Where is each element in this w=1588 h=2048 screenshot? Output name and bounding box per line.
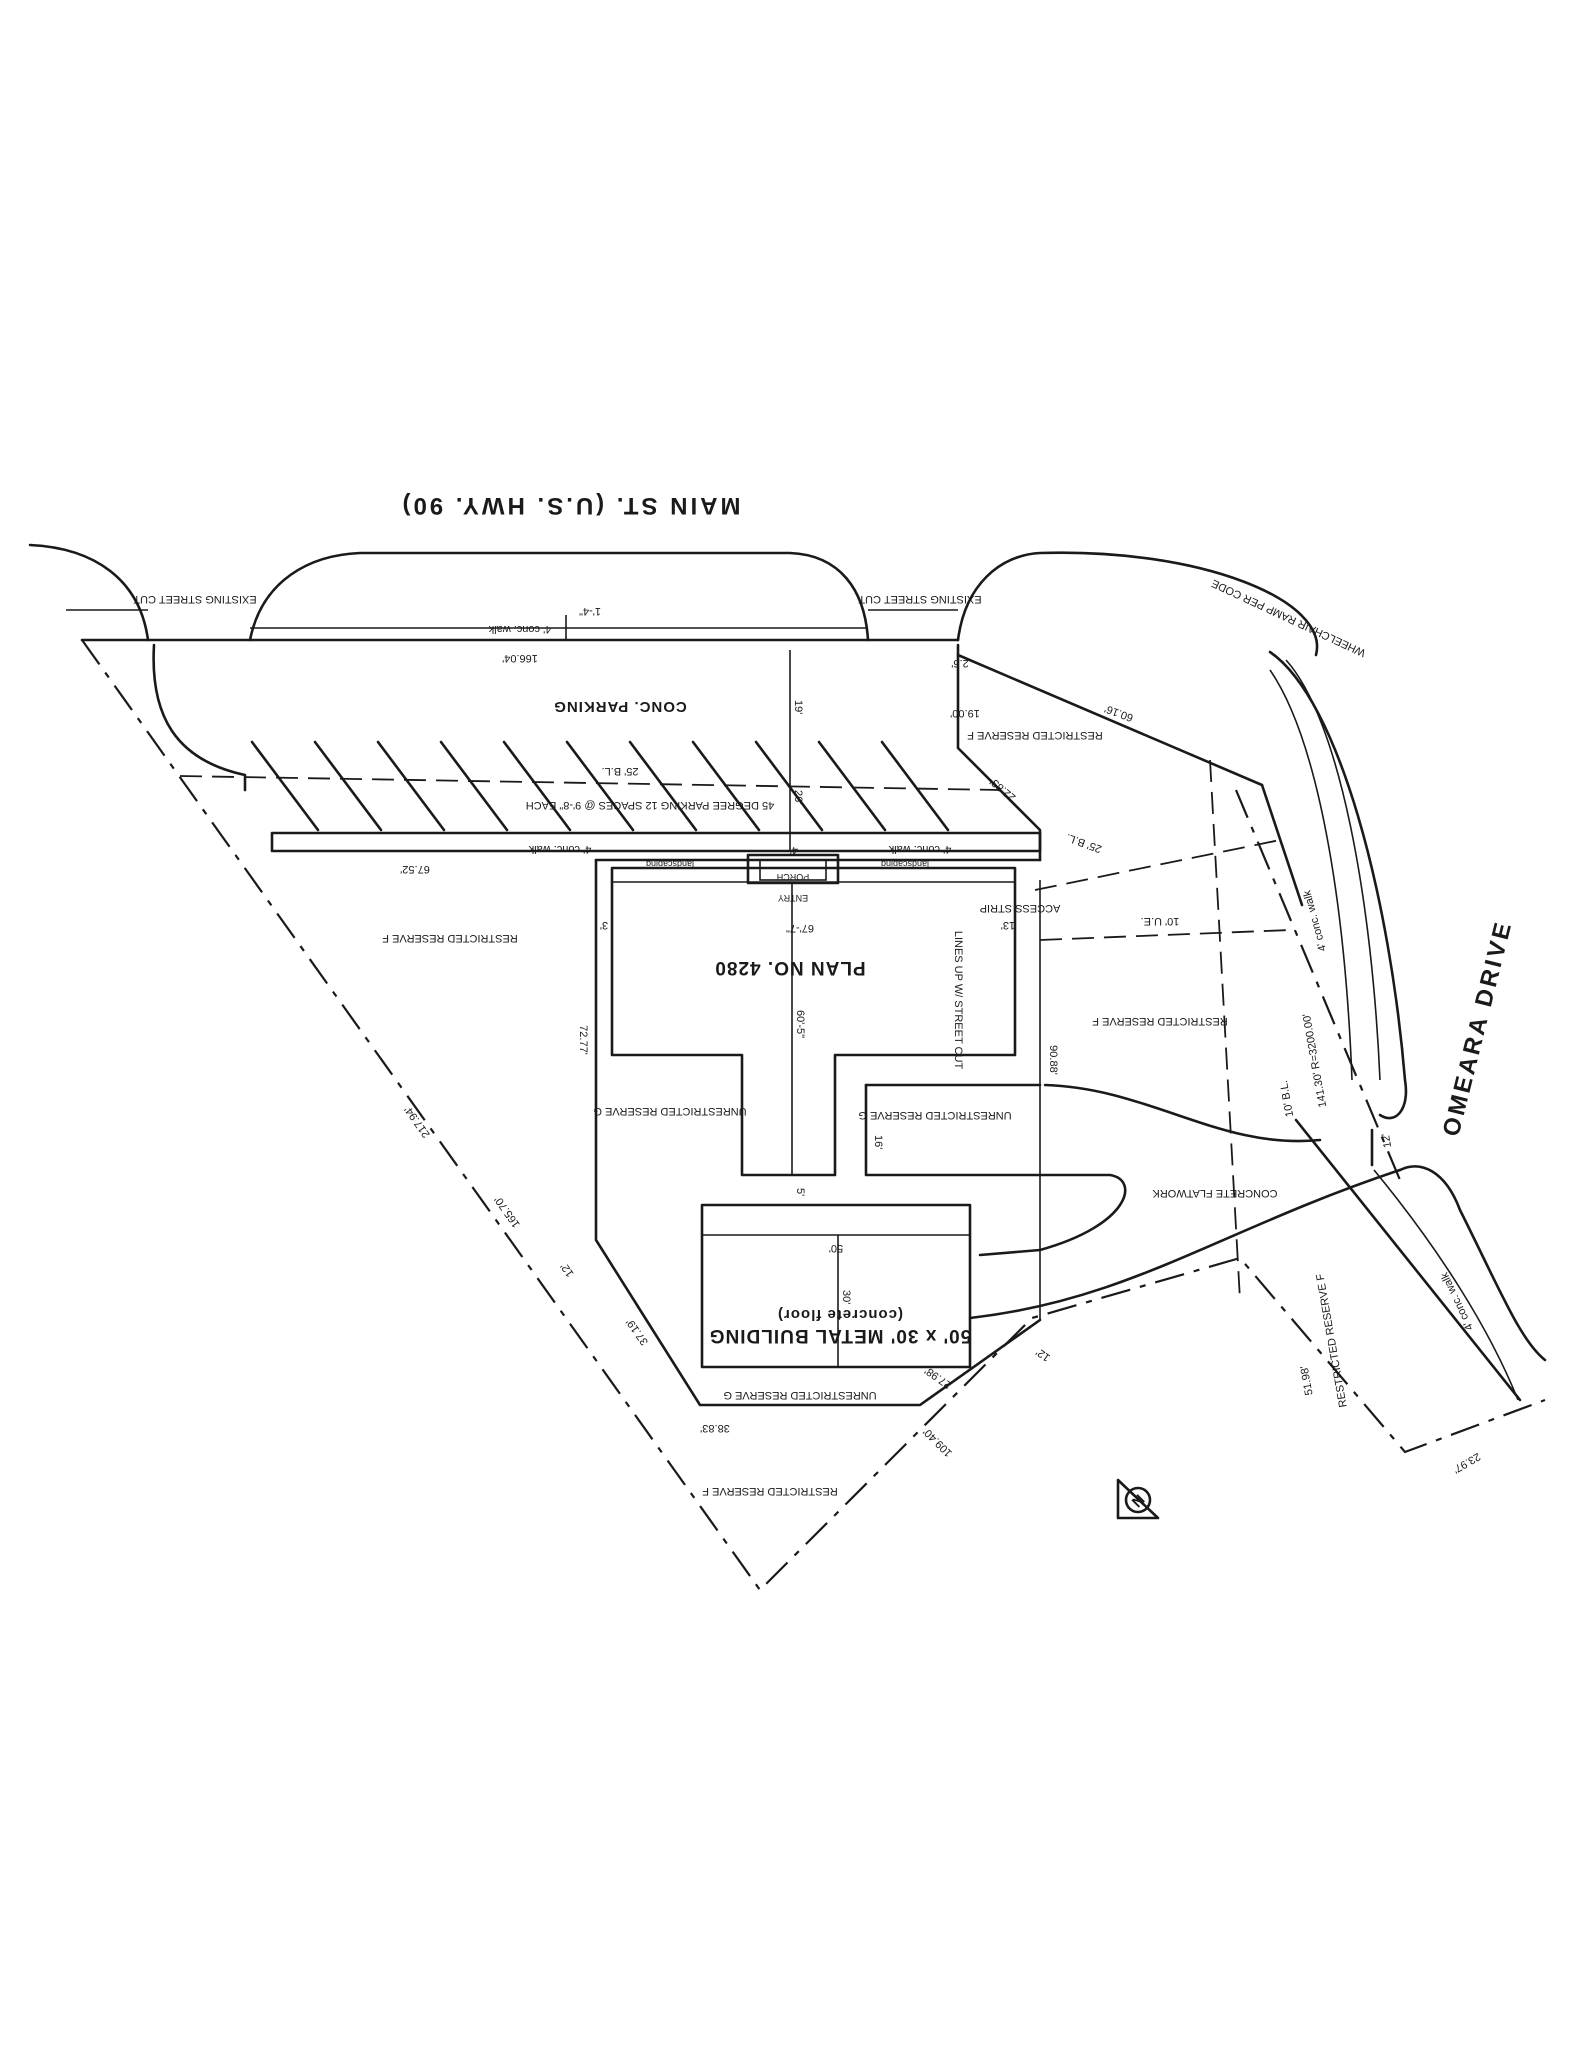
dim-67-52: 67.52' xyxy=(400,863,430,875)
unrestricted-g-bottom-label: UNRESTRICTED RESERVE G xyxy=(723,1389,876,1401)
landscaping-right: landscaping xyxy=(881,859,929,869)
dim-165: 165.70' xyxy=(492,1194,522,1230)
labels: MAIN ST. (U.S. HWY. 90) OMEARA DRIVE EXI… xyxy=(133,492,1518,1497)
restricted-reserve-f-top xyxy=(956,653,1304,1320)
concrete-flatwork-label: CONCRETE FLATWORK xyxy=(1152,1187,1278,1199)
dim-19-00: 19.00' xyxy=(950,707,980,719)
dim-51: 51.98' xyxy=(1299,1365,1316,1396)
curve-label: 141.30' R=3200.00' xyxy=(1301,1013,1329,1109)
conc-parking-label: CONC. PARKING xyxy=(553,698,687,715)
building-line-25-right: 25' B.L. xyxy=(1065,831,1104,855)
dim-38: 38.83' xyxy=(700,1422,730,1434)
dim-12-right: 12' xyxy=(1034,1345,1053,1363)
access-strip-label: ACCESS STRIP xyxy=(980,902,1061,914)
restricted-f-left-label: RESTRICTED RESERVE F xyxy=(382,932,518,944)
dim-2-6: 2.6' xyxy=(951,657,968,669)
dim-12-left: 12' xyxy=(559,1260,577,1279)
omeara-drive-label: OMEARA DRIVE xyxy=(1438,917,1518,1139)
parking-stall-lines xyxy=(250,740,950,832)
dim-5: 5' xyxy=(794,1188,806,1196)
dim-166: 166.04' xyxy=(502,652,538,664)
dim-50: 50' xyxy=(829,1242,843,1254)
dim-3: 3' xyxy=(600,919,608,931)
dim-4: 4' xyxy=(790,844,798,856)
walk-label-mid-right: 4' conc. walk xyxy=(888,843,951,855)
entry-label: ENTRY xyxy=(778,893,808,903)
street-cut-label-right: EXISTING STREET CUT xyxy=(858,593,982,605)
concrete-floor-label: (concrete floor) xyxy=(777,1306,903,1323)
restricted-f-bottom-label: RESTRICTED RESERVE F xyxy=(702,1485,838,1497)
unrestricted-g-right-label: UNRESTRICTED RESERVE G xyxy=(858,1109,1011,1121)
dim-67-7: 67'-7" xyxy=(786,922,814,934)
walk-label-mid-left: 4' conc. walk xyxy=(528,843,591,855)
parking-lot xyxy=(152,615,1042,862)
dim-109: 109.40' xyxy=(921,1425,955,1459)
omeara-width-dim: 12' xyxy=(1380,1132,1394,1148)
lines-up-label: LINES UP W/ STREET CUT xyxy=(952,931,964,1070)
building-line-25: 25' B.L. xyxy=(602,765,639,777)
dim-23: 23.97' xyxy=(1451,1450,1483,1475)
north-arrow-icon: N xyxy=(1116,1478,1160,1520)
street-curbs xyxy=(28,543,1319,657)
omeara-drive-curb xyxy=(1268,650,1547,1402)
metal-building-label: 50' x 30' METAL BUILDING xyxy=(709,1325,972,1346)
dim-90-88: 90.88' xyxy=(1047,1045,1059,1075)
restricted-f-top-label: RESTRICTED RESERVE F xyxy=(967,729,1103,741)
dim-30: 30' xyxy=(840,1290,852,1304)
concrete-flatwork xyxy=(864,1083,1402,1320)
landscaping-left: landscaping xyxy=(646,859,694,869)
metal-building xyxy=(700,1203,972,1369)
dim-26: 26' xyxy=(792,790,804,804)
unrestricted-g-left-label: UNRESTRICTED RESERVE G xyxy=(593,1105,746,1117)
walk-label-omeara-top: 4' conc. walk xyxy=(1301,889,1329,953)
parking-note: 45 DEGREE PARKING 12 SPACES @ 9'-8" EACH xyxy=(526,799,775,811)
dim-13: 13' xyxy=(1001,919,1015,931)
restricted-f-right-label: RESTRICTED RESERVE F xyxy=(1314,1272,1349,1408)
dim-19: 19' xyxy=(792,700,804,714)
dim-22-83: 22.83' xyxy=(988,775,1018,803)
dim-1-4: 1'-4" xyxy=(579,605,601,617)
dim-72-77: 72.77' xyxy=(577,1025,589,1055)
dim-16: 16' xyxy=(872,1135,884,1149)
building-line-10: 10' B.L. xyxy=(1278,1079,1296,1117)
utility-easement-label: 10' U.E. xyxy=(1141,915,1180,927)
dim-60-5: 60'-5" xyxy=(794,1010,806,1038)
wheelchair-ramp-label: WHEELCHAIR RAMP PER CODE xyxy=(1210,577,1368,659)
restricted-f-mid-label: RESTRICTED RESERVE F xyxy=(1092,1015,1228,1027)
walk-label-top: 4' conc. walk xyxy=(488,623,551,635)
street-cut-label-left: EXISTING STREET CUT xyxy=(133,593,257,605)
plan-4280-building xyxy=(610,853,1017,1177)
property-boundary xyxy=(81,639,1546,1592)
main-street-label: MAIN ST. (U.S. HWY. 90) xyxy=(399,492,740,519)
plan-number-label: PLAN NO. 4280 xyxy=(714,957,865,978)
porch-label: PORCH xyxy=(777,872,810,882)
